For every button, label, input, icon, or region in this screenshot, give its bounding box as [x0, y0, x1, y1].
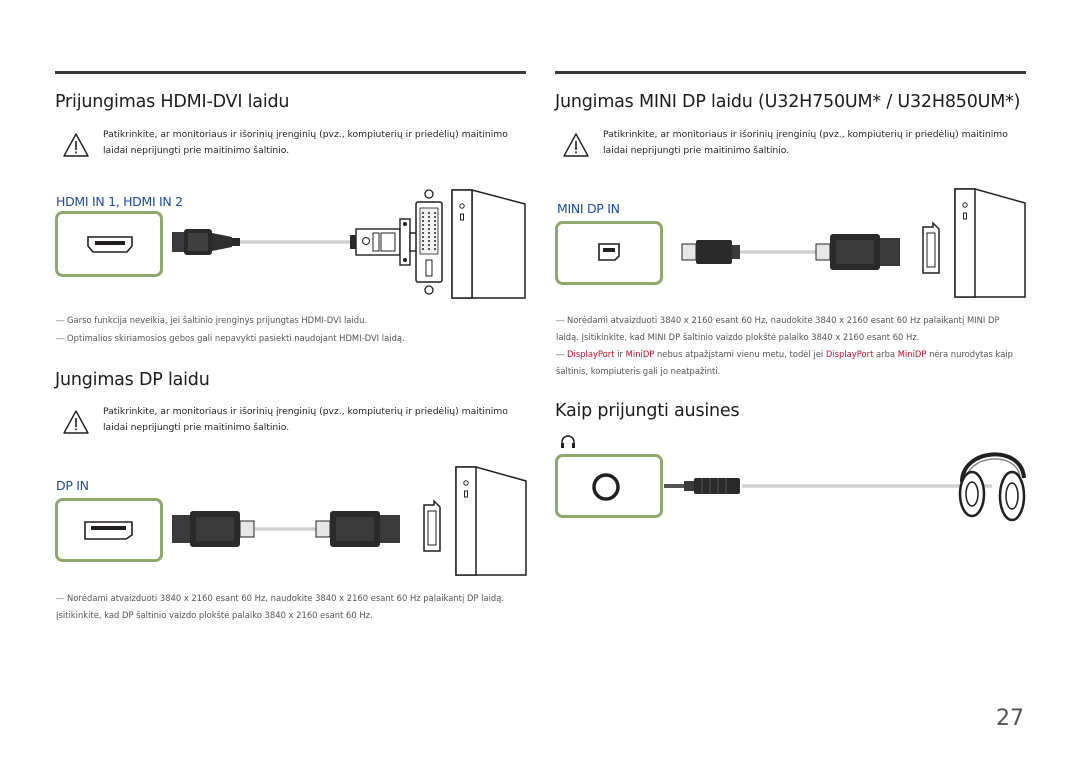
minidp-port-illustration	[555, 221, 663, 285]
dp-title: Jungimas DP laidu	[55, 370, 210, 390]
hdmi-dvi-note-2: ― Optimalios skiriamosios gebos gali nep…	[56, 333, 405, 343]
hdmi-dvi-title: Prijungimas HDMI-DVI laidu	[55, 92, 290, 112]
warning-icon	[63, 133, 89, 157]
headphone-jack-illustration	[555, 454, 663, 518]
dp-port-illustration	[55, 498, 163, 562]
minidp-port-label: MINI DP IN	[557, 201, 620, 216]
page-number: 27	[996, 706, 1024, 731]
dp-note: ― Norėdami atvaizduoti 3840 x 2160 esant…	[56, 593, 505, 620]
minidp-note-1: ― Norėdami atvaizduoti 3840 x 2160 esant…	[556, 315, 1000, 342]
headphones-icon	[561, 435, 575, 448]
section-rule-left	[55, 71, 526, 74]
warning-icon	[63, 410, 89, 434]
dp-cable	[172, 511, 400, 547]
warning-text: Patikrinkite, ar monitoriaus ir išorinių…	[103, 129, 508, 156]
warning-text: Patikrinkite, ar monitoriaus ir išorinių…	[603, 129, 1008, 156]
warning-text: Patikrinkite, ar monitoriaus ir išorinių…	[103, 406, 508, 433]
hdmi-dvi-cable	[172, 218, 423, 266]
hdmi-dvi-note-1: ― Garso funkcija neveikia, jei šaltinio …	[56, 315, 368, 325]
headphones-title: Kaip prijungti ausines	[555, 401, 740, 421]
minidp-note-2: ― DisplayPort ir MiniDP nebus atpažįstam…	[556, 349, 1013, 376]
minidp-port-and-pc	[922, 188, 1026, 298]
section-rule-right	[555, 71, 1026, 74]
dp-port-label: DP IN	[56, 478, 89, 493]
dvi-port-and-pc	[415, 189, 526, 299]
hdmi-port-illustration	[55, 211, 163, 277]
warning-icon	[563, 133, 589, 157]
headphone-cable-and-headset	[664, 452, 1026, 522]
minidp-cable	[681, 234, 900, 270]
dp-port-and-pc	[423, 466, 527, 576]
hdmi-port-label: HDMI IN 1, HDMI IN 2	[56, 194, 183, 209]
audio-jack-icon	[592, 473, 620, 501]
minidp-title: Jungimas MINI DP laidu (U32H750UM* / U32…	[555, 92, 1021, 112]
dp-port-icon	[84, 521, 133, 540]
